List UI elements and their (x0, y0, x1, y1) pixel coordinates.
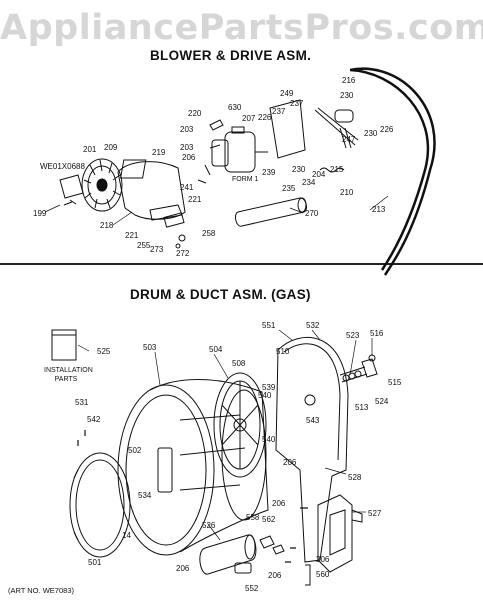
label-218: 218 (100, 221, 114, 230)
label-504: 504 (209, 345, 223, 354)
drum-section-title: DRUM & DUCT ASM. (GAS) (130, 287, 311, 302)
label-form1: FORM 1 (232, 176, 259, 183)
label-206c-drum: 206 (176, 564, 190, 573)
label-207: 207 (242, 114, 256, 123)
label-215: 215 (330, 165, 344, 174)
label-213: 213 (372, 205, 386, 214)
front-seal-ring (69, 452, 131, 558)
label-220: 220 (188, 109, 202, 118)
label-516: 516 (370, 329, 384, 338)
label-230a: 230 (340, 91, 354, 100)
label-239: 239 (262, 168, 276, 177)
label-523: 523 (346, 331, 360, 340)
label-560: 560 (316, 570, 330, 579)
label-258: 258 (202, 229, 216, 238)
rear-bulkhead (275, 336, 349, 563)
blower-housing (117, 161, 186, 220)
art-number: (ART NO. WE7083) (8, 586, 74, 595)
label-539: 539 (262, 383, 276, 392)
label-203a: 203 (180, 125, 194, 134)
label-524: 524 (375, 397, 389, 406)
label-508: 508 (232, 359, 246, 368)
drive-motor (211, 126, 268, 173)
label-204: 204 (312, 170, 326, 179)
label-503: 503 (143, 343, 157, 352)
label-270: 270 (305, 209, 319, 218)
label-230c: 230 (292, 165, 306, 174)
label-527: 527 (368, 509, 382, 518)
label-513: 513 (355, 403, 369, 412)
label-273: 273 (150, 245, 164, 254)
label-552: 552 (245, 584, 259, 593)
label-206a-drum: 206 (283, 458, 297, 467)
watermark: AppliancePartsPros.com (0, 8, 483, 48)
label-534: 534 (138, 491, 152, 500)
label-230b: 230 (364, 129, 378, 138)
rear-drum-support (213, 372, 267, 478)
label-235: 235 (282, 184, 296, 193)
blower-wheel (81, 158, 123, 212)
label-201: 201 (83, 145, 97, 154)
installation-parts-label: INSTALLATION PARTS (44, 367, 93, 383)
label-203b: 203 (180, 143, 194, 152)
label-241: 241 (180, 183, 194, 192)
label-206e-drum: 206 (316, 555, 330, 564)
dryer-drum (117, 379, 269, 556)
label-502: 502 (128, 446, 142, 455)
label-226b: 226 (380, 125, 394, 134)
label-221a: 221 (188, 195, 202, 204)
label-501: 501 (88, 558, 102, 567)
label-562: 562 (262, 515, 276, 524)
label-14: 14 (122, 531, 131, 540)
drum-shaft (234, 197, 308, 227)
label-255: 255 (137, 241, 151, 250)
label-630: 630 (228, 103, 242, 112)
label-we01x0688: WE01X0688 (40, 162, 85, 171)
label-525: 525 (97, 347, 111, 356)
label-206a: 206 (182, 153, 196, 162)
label-206b-drum: 206 (272, 499, 286, 508)
label-249: 249 (280, 89, 294, 98)
label-531: 531 (75, 398, 89, 407)
label-540a: 540 (258, 391, 272, 400)
label-216: 216 (342, 76, 356, 85)
label-226a: 226 (258, 113, 272, 122)
label-209: 209 (104, 143, 118, 152)
label-551: 551 (262, 321, 276, 330)
label-210: 210 (340, 188, 354, 197)
installation-parts-bag (51, 329, 77, 361)
label-247: 247 (342, 135, 356, 144)
label-237: 237 (290, 99, 304, 108)
label-199: 199 (33, 209, 47, 218)
label-558: 558 (246, 513, 260, 522)
label-532: 532 (306, 321, 320, 330)
label-272: 272 (176, 249, 190, 258)
label-219: 219 (152, 148, 166, 157)
blower-section-title: BLOWER & DRIVE ASM. (150, 48, 312, 63)
label-528: 528 (348, 473, 362, 482)
burner-tube (199, 534, 257, 575)
label-515: 515 (388, 378, 402, 387)
label-543: 543 (306, 416, 320, 425)
section-divider (0, 263, 483, 265)
label-206d-drum: 206 (268, 571, 282, 580)
label-221b: 221 (125, 231, 139, 240)
label-542: 542 (87, 415, 101, 424)
label-540b: 540 (262, 435, 276, 444)
drive-belt (349, 67, 436, 276)
label-237b: 237 (272, 107, 286, 116)
label-510: 510 (276, 347, 290, 356)
label-234: 234 (302, 178, 316, 187)
